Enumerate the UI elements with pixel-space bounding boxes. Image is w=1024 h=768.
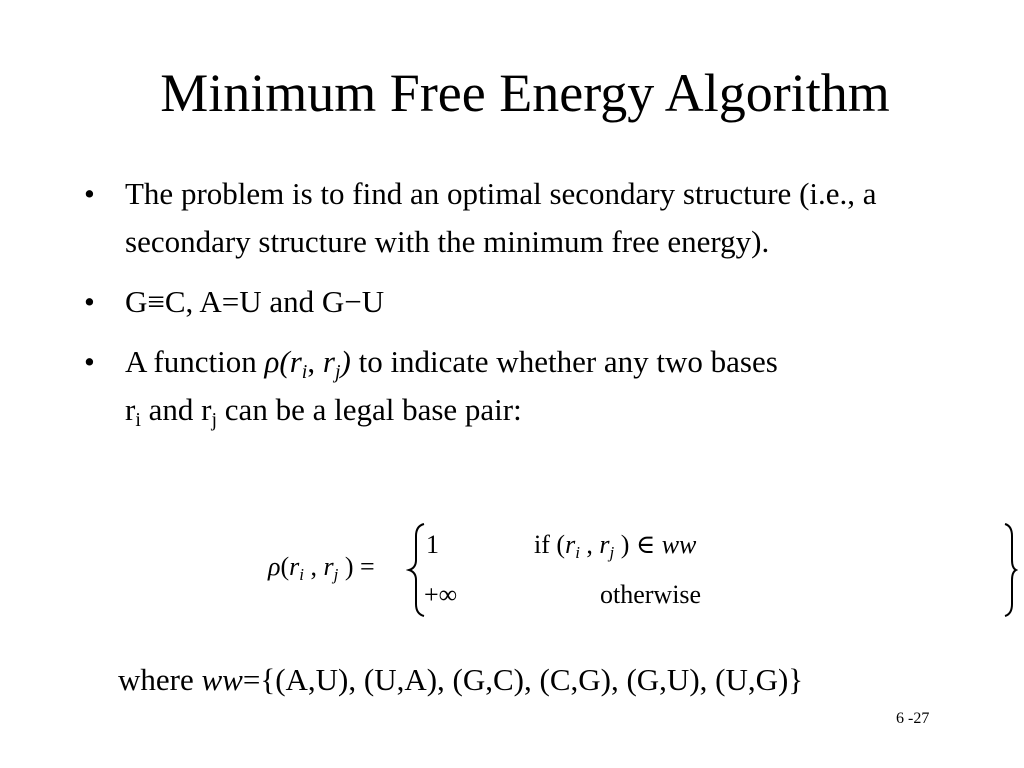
bullet-marker: • (84, 284, 95, 319)
paren-open: ( (279, 344, 290, 379)
line2-r: r (201, 392, 212, 427)
case1-value: 1 (426, 530, 439, 559)
comma: , (579, 530, 600, 559)
subscript-j: j (609, 543, 615, 562)
comma: , (304, 552, 324, 581)
line2-sub-i: i (135, 409, 141, 431)
left-brace-icon (406, 523, 425, 617)
rho-symbol: ρ (264, 344, 280, 379)
paren-open: ( (549, 530, 566, 559)
line2-rest: can be a legal base pair: (217, 392, 522, 427)
bullet-item-function: • A function ρ(ri, rj) to indicate wheth… (84, 338, 1004, 434)
bullet-list: • The problem is to find an optimal seco… (84, 170, 1004, 444)
rho-symbol: ρ (268, 552, 281, 581)
case2-condition: otherwise (600, 580, 702, 609)
line2-and: and (140, 392, 202, 427)
paren-close: ) (340, 344, 351, 379)
var-r: r (322, 344, 335, 379)
right-brace-icon (1004, 523, 1018, 617)
subscript-i: i (301, 361, 308, 383)
subscript-i: i (299, 565, 305, 584)
case2-value: +∞ (424, 580, 458, 609)
bullet-item-base-pairs: • G≡C, A=U and G−U (84, 278, 1004, 326)
set-ww: ww (201, 662, 243, 697)
case1-condition: if (ri , rj ) ∈ ww (534, 530, 697, 562)
subscript-i: i (575, 543, 580, 562)
line2-r: r (125, 392, 136, 427)
var-r: r (289, 552, 300, 581)
formula-lhs: ρ(ri , rj ) = (268, 552, 375, 584)
element-of-symbol: ) ∈ (614, 530, 662, 559)
subscript-j: j (333, 565, 339, 584)
line2-sub-j: j (211, 409, 218, 431)
where-prefix: where (118, 662, 202, 697)
paren-open: ( (280, 552, 290, 581)
var-r: r (289, 344, 302, 379)
bullet-text: The problem is to find an optimal second… (125, 176, 877, 259)
set-definition: ={(A,U), (U,A), (G,C), (C,G), (G,U), (U,… (242, 662, 804, 697)
comma: , (307, 344, 323, 379)
slide-title: Minimum Free Energy Algorithm (160, 63, 890, 123)
bullet-marker: • (84, 176, 95, 211)
if-keyword: if (534, 530, 550, 559)
bullet-marker: • (84, 344, 95, 379)
bullet-text-middle: to indicate whether any two bases (350, 344, 778, 379)
subscript-j: j (334, 361, 341, 383)
rho-definition-formula: ρ(ri , rj ) = 1 if (ri , rj ) ∈ ww +∞ ot… (268, 520, 1018, 617)
set-ww: ww (661, 530, 697, 559)
bullet-text-prefix: A function (125, 344, 265, 379)
var-r: r (599, 530, 610, 559)
var-r: r (565, 530, 576, 559)
where-clause: where ww={(A,U), (U,A), (G,C), (C,G), (G… (118, 662, 803, 698)
page-number: 6 -27 (896, 710, 930, 727)
bullet-item-problem: • The problem is to find an optimal seco… (84, 170, 1004, 266)
bullet-text: G≡C, A=U and G−U (125, 284, 385, 319)
var-r: r (323, 552, 334, 581)
paren-close-equals: ) = (338, 552, 375, 581)
